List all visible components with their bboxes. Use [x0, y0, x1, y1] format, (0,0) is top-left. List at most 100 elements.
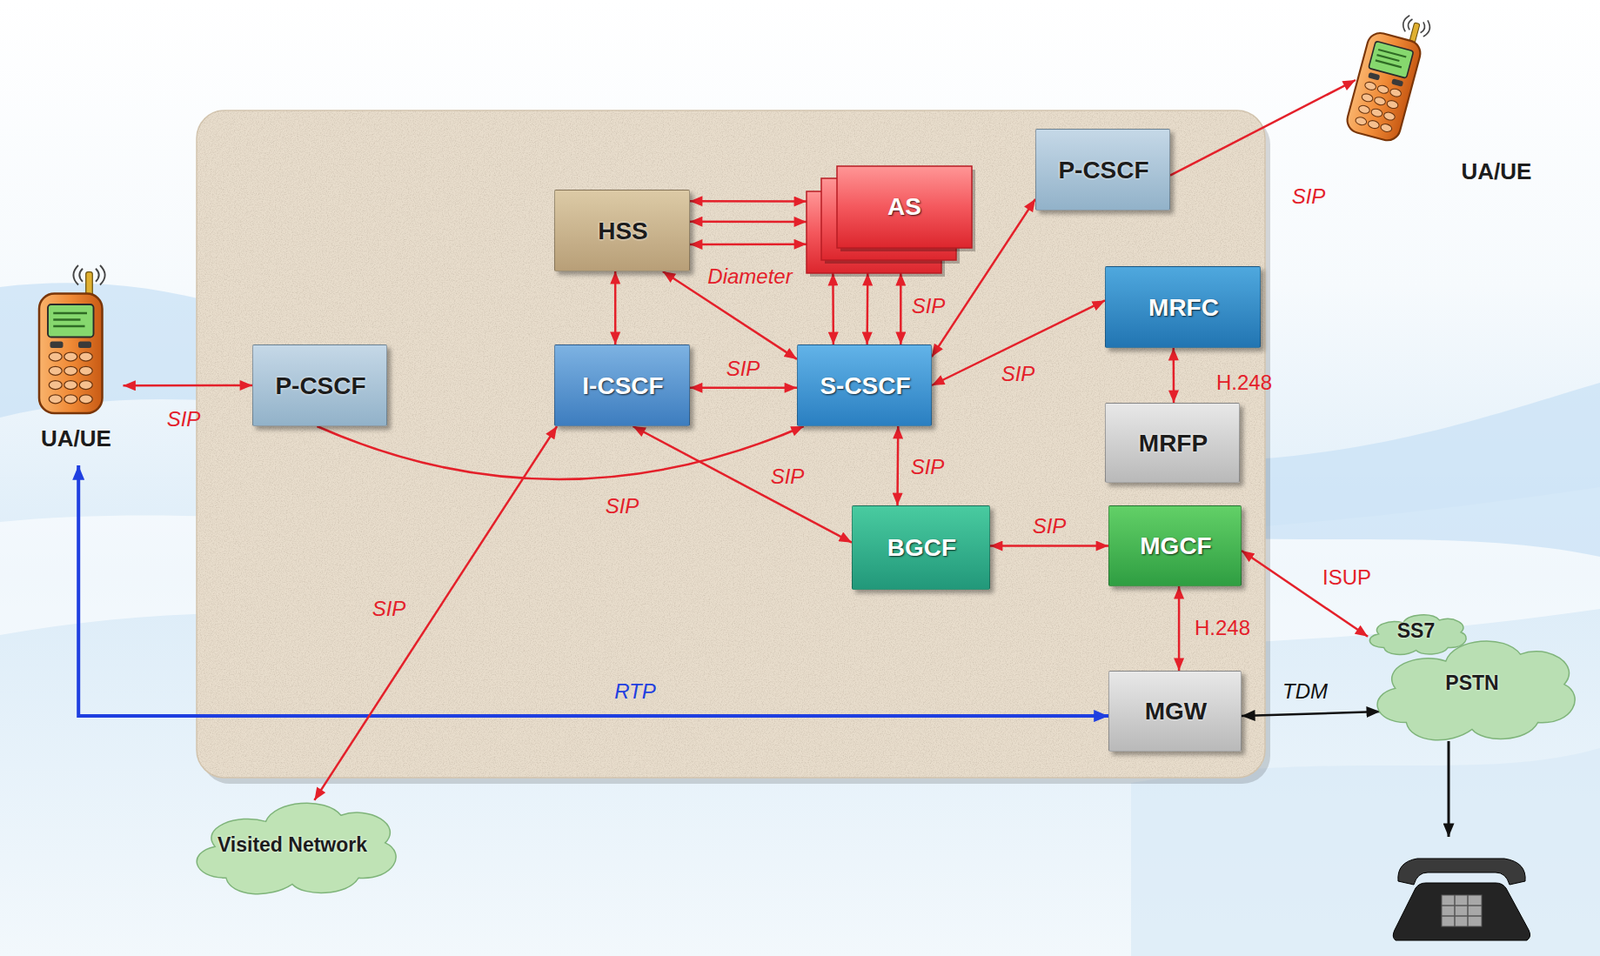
text-area: UA/UE	[17, 421, 135, 458]
phone-key	[1389, 87, 1403, 99]
phone-key	[1367, 119, 1381, 130]
phone-screen	[1368, 40, 1414, 79]
signal-connector	[689, 243, 807, 247]
node-text: HSS	[597, 217, 649, 246]
phone-key	[48, 352, 62, 362]
edge-label: SIP	[164, 407, 204, 432]
edge-label: SIP	[909, 294, 949, 319]
phone-key	[1360, 93, 1374, 104]
network-cloud: SS7	[1362, 603, 1470, 659]
phone-key	[64, 352, 78, 362]
node-text: MRFC	[1148, 294, 1219, 322]
telephone-illustration	[1392, 858, 1530, 941]
phone-body	[1344, 30, 1424, 144]
phone-key	[48, 366, 62, 375]
edge-label: SIP	[908, 455, 948, 480]
server-card	[836, 166, 972, 248]
node-text: MRFP	[1138, 429, 1208, 458]
node-text: P-CSCF	[274, 372, 366, 401]
text-area: P-CSCF	[1036, 129, 1172, 212]
text-area: MRFC	[1105, 267, 1262, 349]
signal-connector	[990, 544, 1109, 548]
node-text: Visited Network	[217, 833, 368, 857]
cloud-outline	[1377, 641, 1575, 741]
node-text: BGCF	[887, 534, 957, 563]
text-area: I-CSCF	[555, 345, 691, 428]
breakout-box: BGCF	[851, 505, 991, 590]
signal-connector	[689, 200, 807, 203]
phone-key	[48, 381, 62, 390]
signal-connector	[931, 300, 1105, 386]
text-area: BGCF	[852, 506, 991, 591]
phone-illustration	[1328, 2, 1443, 150]
pstn-to-telephone-line	[1447, 741, 1451, 837]
node-text: PSTN	[1445, 671, 1499, 695]
phone-key	[1385, 99, 1400, 110]
signal-connector	[632, 426, 852, 543]
text-area: MGW	[1109, 671, 1243, 753]
phone-body	[39, 294, 103, 415]
text-area: SS7	[1371, 610, 1461, 652]
telephone-body	[1392, 883, 1530, 941]
text-area: MGCF	[1109, 506, 1243, 588]
media-gateway-box: MGW	[1108, 670, 1242, 752]
edge-label: SIP	[1030, 514, 1070, 539]
database-box: HSS	[554, 189, 690, 272]
edge-label: TDM	[1279, 679, 1331, 704]
telephone-keypad	[1441, 895, 1482, 927]
phone-key	[79, 381, 93, 390]
soft-key	[1367, 72, 1380, 81]
text-area: AS	[836, 166, 972, 248]
telephone-keys	[1441, 895, 1482, 927]
node-text: UA/UE	[1461, 159, 1533, 186]
phone-key	[79, 366, 93, 375]
phone-key	[79, 394, 93, 404]
serving-box: S-CSCF	[796, 344, 932, 427]
signal-connector	[896, 426, 899, 506]
text-area: S-CSCF	[797, 345, 933, 428]
text-area: PSTN	[1397, 648, 1547, 718]
media-processor-box: MRFP	[1104, 402, 1240, 483]
edge-label: SIP	[1289, 184, 1329, 209]
screen-lines	[53, 313, 88, 327]
user-phone: UA/UE	[17, 261, 135, 466]
proxy-box: P-CSCF	[1035, 128, 1171, 211]
node-text: MGW	[1144, 697, 1208, 726]
edge-label: SIP	[602, 494, 643, 519]
node-text: S-CSCF	[819, 372, 911, 401]
phone-key	[1358, 104, 1372, 115]
node-text: AS	[887, 193, 922, 221]
signal-connector	[1178, 586, 1181, 671]
edge-label: Diameter	[704, 264, 795, 289]
phone-key	[64, 394, 78, 404]
screen-lines	[1375, 49, 1406, 68]
phone-key	[1379, 122, 1393, 134]
text-area: UA/UE	[1448, 153, 1545, 191]
region-texture	[196, 110, 1266, 778]
text-area: HSS	[555, 190, 691, 273]
phone-illustration	[26, 265, 114, 418]
signal-connector	[316, 426, 804, 480]
edge-label: SIP	[723, 356, 764, 382]
signal-connector	[123, 384, 254, 388]
signal-connector	[614, 271, 617, 345]
signal-connector	[1241, 550, 1368, 637]
phone-key	[64, 366, 78, 375]
phone-key	[1373, 95, 1387, 107]
node-text: UA/UE	[40, 426, 112, 453]
telephone-handset	[1398, 858, 1526, 885]
edge-label: SIP	[768, 464, 808, 489]
phone-key	[1364, 80, 1378, 92]
edge-label: SIP	[998, 361, 1038, 387]
media-connector	[78, 465, 1109, 717]
user-phone: UA/UE	[1305, 6, 1558, 190]
signal-connector	[831, 273, 835, 345]
proxy-box: P-CSCF	[252, 344, 388, 427]
phone-key	[1370, 107, 1384, 119]
text-area: P-CSCF	[253, 345, 389, 428]
edge-label: H.248	[1191, 615, 1253, 641]
phone-screen	[47, 304, 94, 338]
node-text: P-CSCF	[1057, 156, 1149, 185]
signal-connector	[865, 273, 869, 345]
